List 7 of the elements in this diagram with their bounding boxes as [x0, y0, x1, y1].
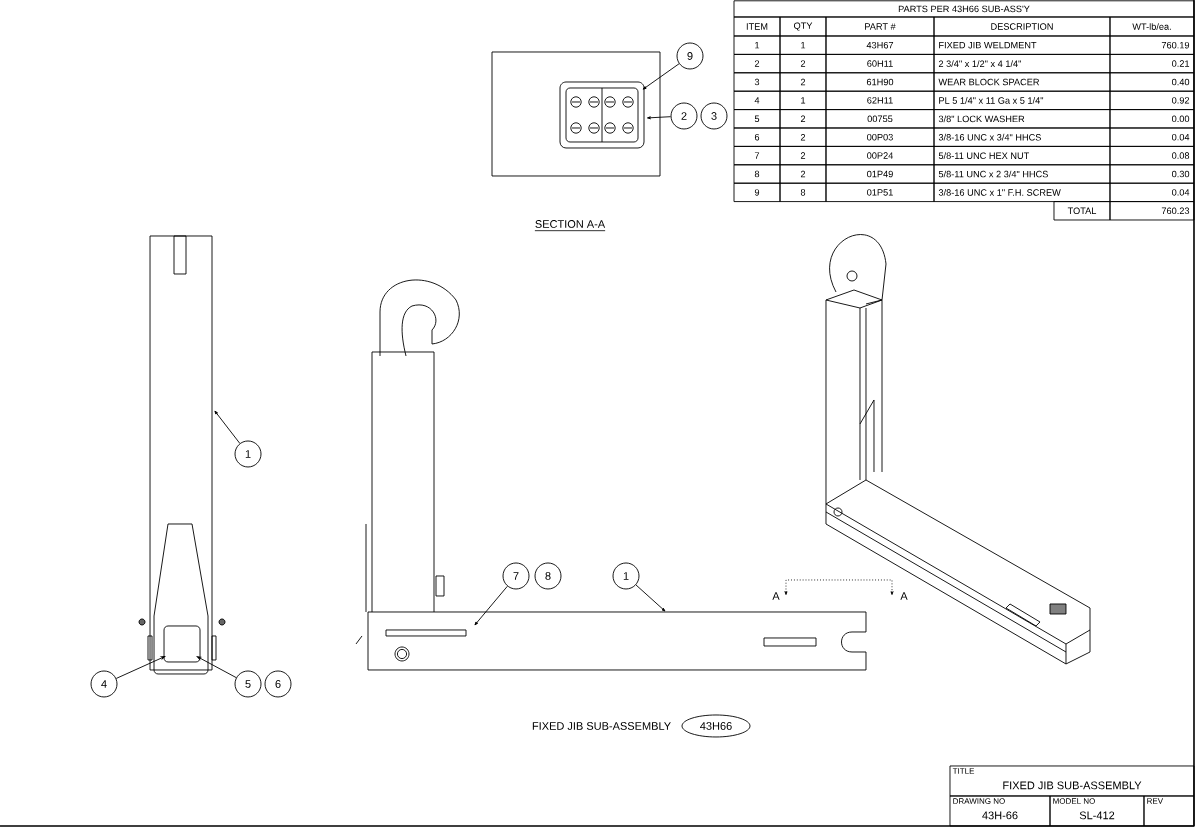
- leader-line: [115, 656, 166, 679]
- leader-line: [474, 585, 508, 626]
- leader-line: [635, 584, 666, 612]
- leader-line: [196, 656, 237, 679]
- leader-line: [214, 410, 241, 444]
- leader-line: [642, 63, 680, 90]
- leader-line: [646, 116, 672, 120]
